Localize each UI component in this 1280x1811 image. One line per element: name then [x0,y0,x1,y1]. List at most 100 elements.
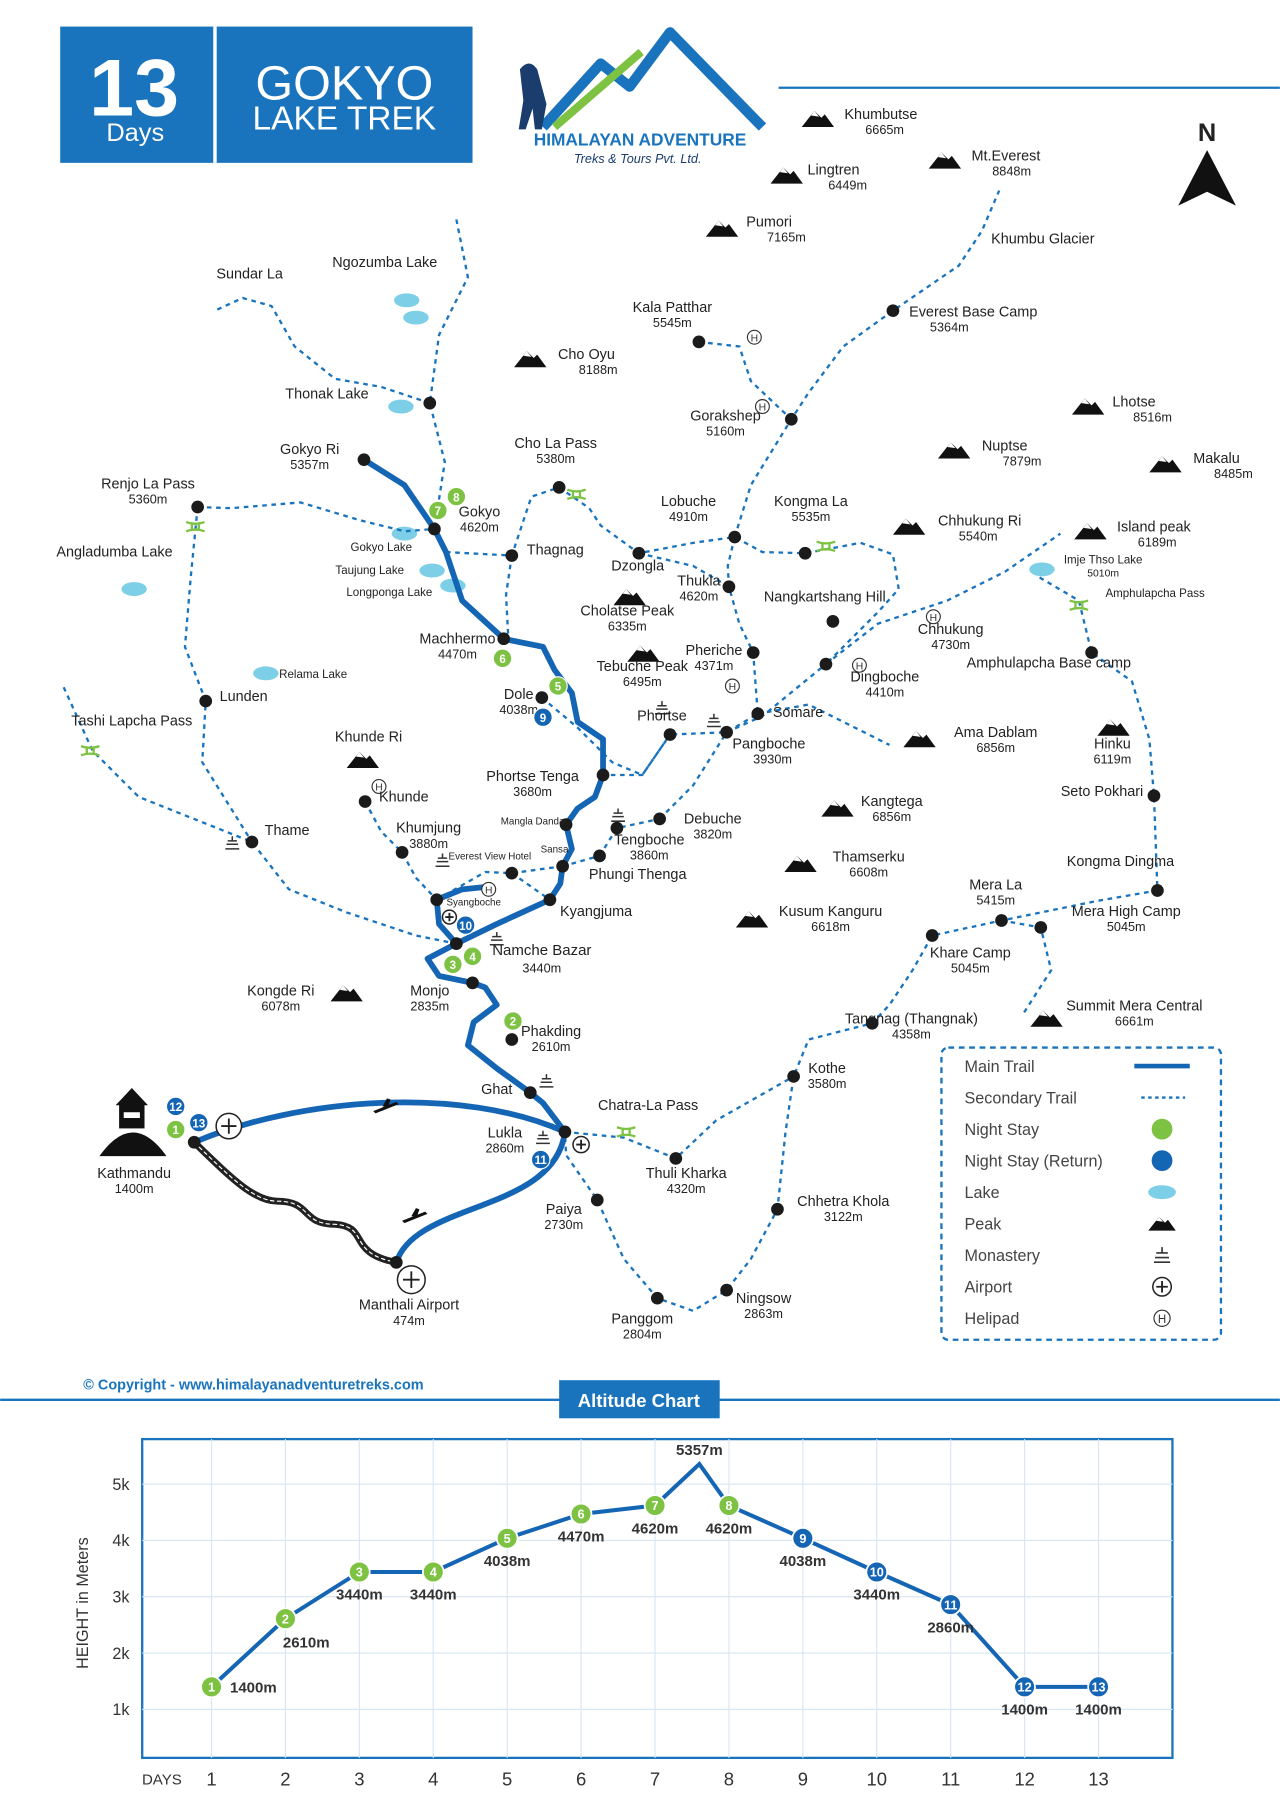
legend-item-secondary-trail: Secondary Trail [965,1089,1186,1107]
place-taujung-lake: Taujung Lake [335,565,404,577]
chart-x-tick: 8 [724,1769,734,1790]
place-name: Gorakshep [690,408,761,424]
title-line2: LAKE TREK [253,100,437,137]
secondary-trail [757,703,890,746]
helipad-icon: H [746,329,762,345]
svg-text:H: H [856,661,864,672]
helipad-icon: H [1153,1309,1171,1327]
place-elevation: 5045m [1107,920,1146,934]
place-everest-view-hotel: Everest View Hotel [449,851,531,880]
night-stay-marker-day-10: 10 [455,915,476,935]
place-elevation: 4620m [460,520,499,534]
altitude-marker-number: 6 [578,1508,585,1522]
peak-icon [627,645,660,662]
place-name: Khunde Ri [335,729,402,745]
svg-text:13: 13 [192,1118,205,1130]
location-dot [430,893,444,907]
airport-icon [1152,1276,1173,1297]
night-stay-marker-day-11: 11 [530,1149,551,1170]
pass-icon [1069,599,1089,611]
place-phungi-thenga: Phungi Thenga [589,849,687,883]
secondary-trail [62,686,457,945]
logo-tagline: Treks & Tours Pvt. Ltd. [574,152,702,166]
location-dot [692,335,706,349]
place-elevation: 5540m [959,530,998,544]
place-elevation: 8188m [579,363,618,377]
altitude-marker [274,1607,297,1630]
place-name: Chhukung Ri [938,514,1021,530]
altitude-marker [200,1675,223,1699]
altitude-marker-number: 12 [1018,1680,1032,1694]
place-name: Nuptse [982,438,1028,454]
place-elevation: 6856m [872,810,911,824]
place-name: Mera La [969,877,1023,893]
helipad-icon: H [754,399,770,415]
pass-icon [80,745,100,757]
altitude-marker [1013,1675,1036,1699]
altitude-marker [791,1527,815,1550]
location-dot [798,546,812,560]
altitude-marker-number: 5 [504,1532,511,1546]
place-name: Cho La Pass [514,436,597,452]
place-name: Pangboche [732,736,805,752]
chart-x-tick: 5 [502,1769,512,1790]
night-stay-marker-day-6: 6 [492,648,513,669]
place-name: Thagnag [527,542,584,558]
svg-text:12: 12 [169,1102,182,1114]
altitude-point-peak: 5357m [676,1442,723,1459]
altitude-marker-number: 1 [208,1680,215,1694]
chart-y-tick: 3k [112,1589,130,1607]
place-dzongla: Dzongla [611,546,665,575]
chart-x-tick: 13 [1088,1769,1109,1790]
place-ghat: Ghat [481,1082,537,1099]
chart-x-tick: 7 [650,1769,660,1790]
monastery-icon [539,1074,554,1088]
location-dot [593,849,606,863]
secondary-trail [541,696,671,777]
place-khunde: Khunde [358,790,429,808]
svg-text:H: H [375,783,383,794]
place-sundar-la: Sundar La [216,266,284,282]
chart-x-tick: 1 [206,1769,216,1790]
location-dot [925,929,939,942]
pass-icon [816,540,836,553]
place-name: Summit Mera Central [1066,999,1202,1015]
secondary-trail [197,501,435,533]
copyright-text[interactable]: © Copyright - www.himalayanadventuretrek… [83,1377,423,1393]
place-name: Thukla [677,574,721,590]
place-name: Khumjung [396,821,461,837]
altitude-marker [865,1560,889,1584]
place-name: Ningsow [736,1291,792,1307]
place-name: Namche Bazar [492,942,591,959]
altitude-marker [1087,1675,1110,1699]
place-name: Khumbutse [844,107,917,123]
altitude-marker [939,1593,962,1616]
north-arrow-icon [1178,150,1236,206]
place-name: Hinku [1094,736,1131,752]
lake-icon [419,563,445,578]
hiker-icon [518,63,547,130]
altitude-marker-number: 4 [430,1566,437,1580]
svg-text:4: 4 [469,952,476,964]
location-dot [610,821,624,835]
peak-icon [346,751,379,769]
altitude-marker-number: 7 [651,1499,658,1513]
legend-item-airport: Airport [965,1276,1173,1297]
place-elevation: 3930m [753,752,792,766]
secondary-trail [733,190,1001,538]
place-name: Lingtren [807,162,859,178]
secondary-trail [658,731,728,820]
airport-icon [441,909,458,925]
place-name: Thame [265,823,310,839]
place-name: Lhotse [1112,395,1155,411]
